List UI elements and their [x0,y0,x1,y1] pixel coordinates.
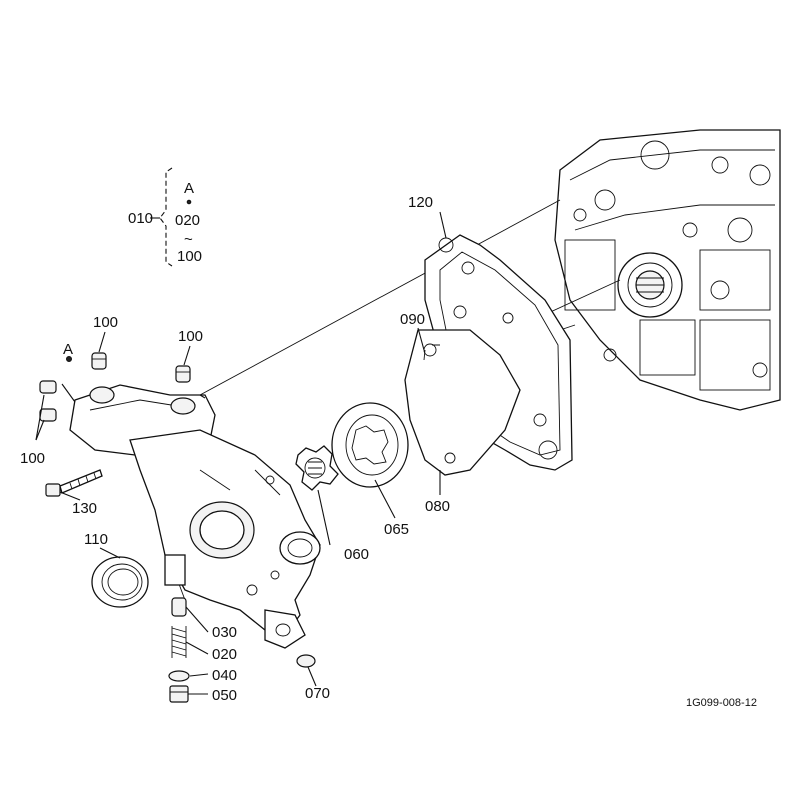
callout-110: 110 [84,531,108,548]
callout-a-marker: A [63,341,73,358]
plug-100-top-right [175,365,191,383]
inner-rotor [295,445,339,491]
callout-065: 065 [384,521,409,538]
group-top-label: A [184,180,194,197]
group-parent-label: 010 [128,210,153,227]
callout-100-c: 100 [20,450,45,467]
callout-080: 080 [425,498,450,515]
callout-090: 090 [400,311,425,328]
valve-030 [171,597,187,617]
group-middle-label: 020 [175,212,200,229]
callout-100-a: 100 [93,314,118,331]
callout-060: 060 [344,546,369,563]
washer-040 [168,670,190,682]
cover-plate [404,329,521,476]
oil-pump-housing [69,384,321,649]
callout-120: 120 [408,194,433,211]
spring-020 [171,626,187,658]
callout-130: 130 [72,500,97,517]
diagram-code: 1G099-008-12 [686,697,757,709]
plug-100-left-lower [39,408,57,422]
callout-020: 020 [212,646,237,663]
group-tilde: ~ [184,231,193,248]
callout-040: 040 [212,667,237,684]
callout-030: 030 [212,624,237,641]
callout-100-b: 100 [178,328,203,345]
callout-050: 050 [212,687,237,704]
oil-seal-110 [91,556,149,608]
bolt-130 [45,469,103,497]
group-bottom-label: 100 [177,248,202,265]
reference-dot-a [66,356,72,362]
callout-070: 070 [305,685,330,702]
group-bracket [150,167,192,267]
engine-block [554,129,781,411]
plug-050 [169,685,189,703]
pin-070 [296,654,316,668]
alignment-line [199,199,561,396]
plug-100-left-upper [39,380,57,394]
outer-rotor [331,402,409,488]
plug-100-top [91,352,107,370]
leader-lines [35,211,447,695]
